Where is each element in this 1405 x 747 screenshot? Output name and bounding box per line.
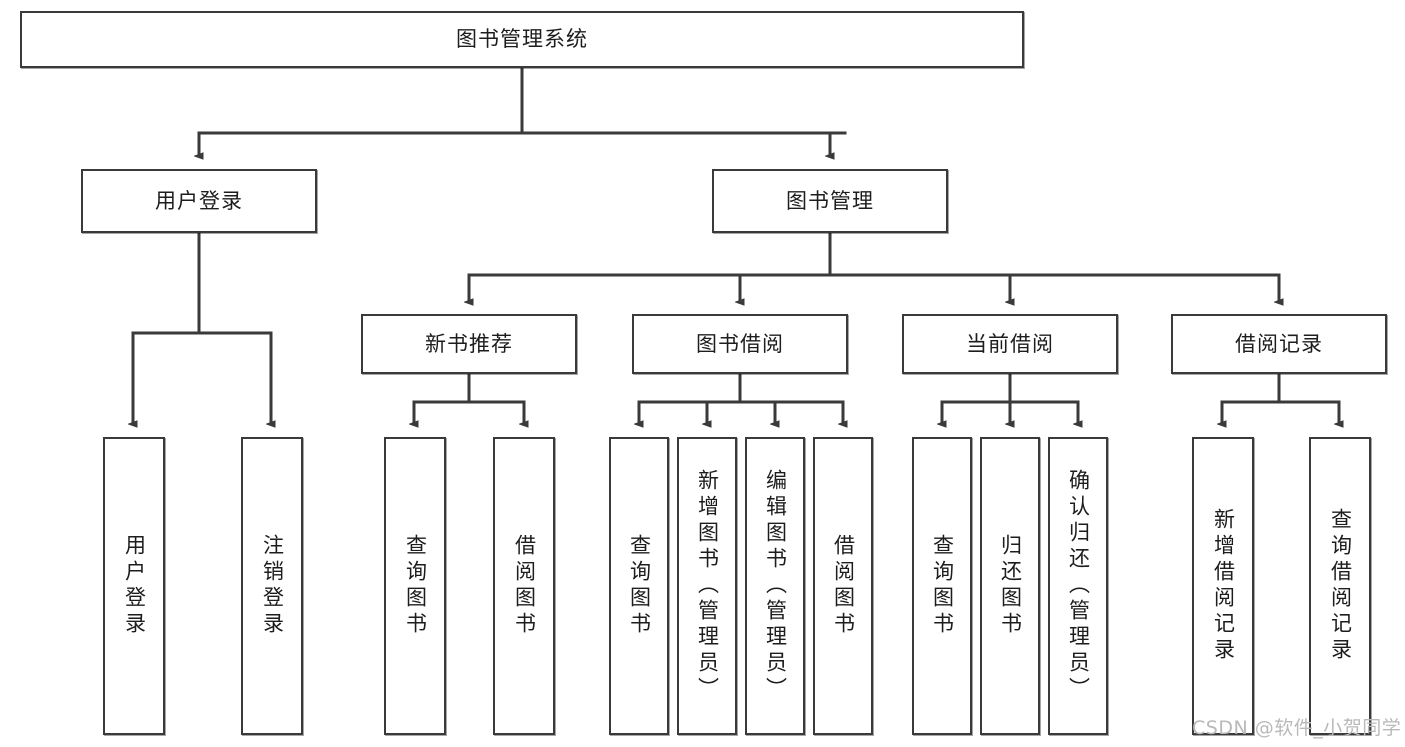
node-label: 新书推荐 <box>425 331 513 356</box>
node-label: 新增借阅记录 <box>1211 508 1236 664</box>
node-leaf-add-borrow-record[interactable]: 新增借阅记录 <box>1192 437 1254 735</box>
node-current-borrow[interactable]: 当前借阅 <box>902 314 1118 374</box>
node-leaf-confirm-return-admin[interactable]: 确认归还（管理员） <box>1048 437 1108 735</box>
node-leaf-query-book-recommend[interactable]: 查询图书 <box>384 437 446 735</box>
node-leaf-user-login[interactable]: 用户登录 <box>103 437 165 735</box>
node-label: 借阅图书 <box>512 534 537 638</box>
node-label: 注销登录 <box>260 534 285 638</box>
node-label: 图书管理 <box>786 188 874 213</box>
node-leaf-borrow-book[interactable]: 借阅图书 <box>813 437 873 735</box>
node-leaf-return-book[interactable]: 归还图书 <box>980 437 1040 735</box>
node-label: 查询图书 <box>403 534 428 638</box>
node-book-management[interactable]: 图书管理 <box>712 169 948 233</box>
node-book-borrow[interactable]: 图书借阅 <box>632 314 848 374</box>
node-user-login[interactable]: 用户登录 <box>81 169 317 233</box>
node-label: 确认归还（管理员） <box>1066 469 1091 703</box>
node-root-system[interactable]: 图书管理系统 <box>20 11 1024 68</box>
node-label: 归还图书 <box>998 534 1023 638</box>
node-borrow-record[interactable]: 借阅记录 <box>1171 314 1387 374</box>
node-new-book-recommend[interactable]: 新书推荐 <box>361 314 577 374</box>
node-label: 用户登录 <box>122 534 147 638</box>
node-label: 借阅记录 <box>1235 331 1323 356</box>
node-label: 借阅图书 <box>831 534 856 638</box>
node-leaf-query-book-current[interactable]: 查询图书 <box>912 437 972 735</box>
node-leaf-edit-book-admin[interactable]: 编辑图书（管理员） <box>745 437 805 735</box>
node-leaf-query-borrow-record[interactable]: 查询借阅记录 <box>1309 437 1371 735</box>
node-label: 查询图书 <box>627 534 652 638</box>
csdn-watermark: CSDN @软件_小贺同学 <box>1192 717 1402 739</box>
node-label: 查询图书 <box>930 534 955 638</box>
node-leaf-query-book-borrow[interactable]: 查询图书 <box>609 437 669 735</box>
node-label: 查询借阅记录 <box>1328 508 1353 664</box>
node-leaf-logout[interactable]: 注销登录 <box>241 437 303 735</box>
node-label: 当前借阅 <box>966 331 1054 356</box>
node-label: 图书借阅 <box>696 331 784 356</box>
node-label: 新增图书（管理员） <box>695 469 720 703</box>
node-label: 编辑图书（管理员） <box>763 469 788 703</box>
node-leaf-borrow-book-recommend[interactable]: 借阅图书 <box>493 437 555 735</box>
node-label: 用户登录 <box>155 188 243 213</box>
node-leaf-add-book-admin[interactable]: 新增图书（管理员） <box>677 437 737 735</box>
node-label: 图书管理系统 <box>456 27 588 52</box>
